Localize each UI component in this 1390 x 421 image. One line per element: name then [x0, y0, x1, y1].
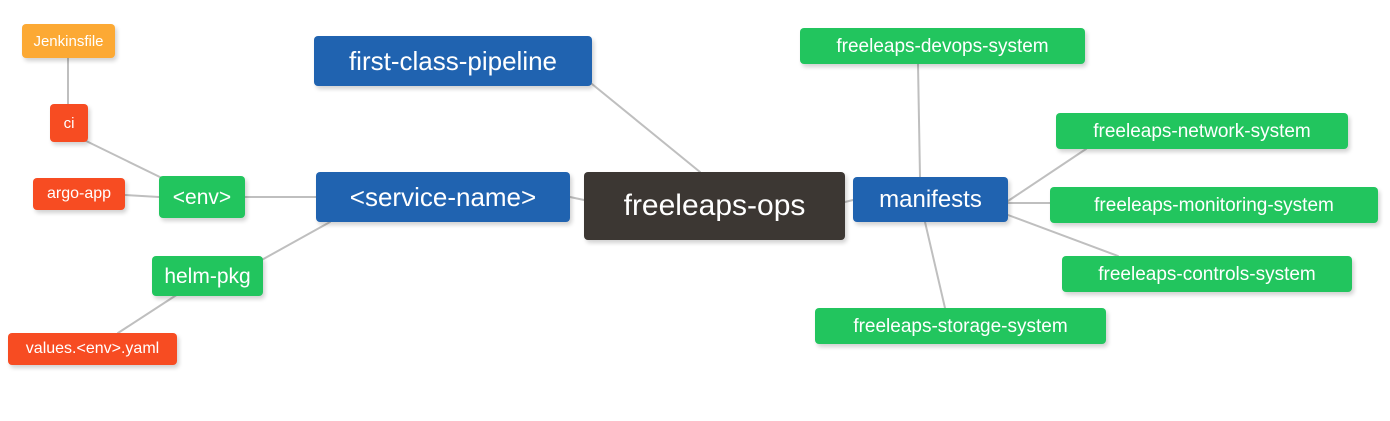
node-env[interactable]: <env> — [159, 176, 245, 218]
node-service-name[interactable]: <service-name> — [316, 172, 570, 222]
node-freeleaps-monitoring-system[interactable]: freeleaps-monitoring-system — [1050, 187, 1378, 223]
node-values-env-yaml[interactable]: values.<env>.yaml — [8, 333, 177, 365]
edge-ci-to-env — [79, 137, 167, 181]
node-helm-pkg[interactable]: helm-pkg — [152, 256, 263, 296]
edge-helm-pkg-to-service-name — [257, 221, 331, 263]
node-freeleaps-controls-system[interactable]: freeleaps-controls-system — [1062, 256, 1352, 292]
node-freeleaps-storage-system[interactable]: freeleaps-storage-system — [815, 308, 1106, 344]
node-jenkinsfile[interactable]: Jenkinsfile — [22, 24, 115, 58]
edge-first-class-pipeline-to-freeleaps-ops — [591, 83, 701, 173]
node-freeleaps-devops-system[interactable]: freeleaps-devops-system — [800, 28, 1085, 64]
node-manifests[interactable]: manifests — [853, 177, 1008, 222]
node-argo-app[interactable]: argo-app — [33, 178, 125, 210]
node-freeleaps-ops[interactable]: freeleaps-ops — [584, 172, 845, 240]
edge-manifests-to-freeleaps-devops-system — [917, 63, 921, 178]
edge-values-env-yaml-to-helm-pkg — [117, 293, 179, 334]
node-first-class-pipeline[interactable]: first-class-pipeline — [314, 36, 592, 86]
edge-service-name-to-freeleaps-ops — [569, 196, 585, 201]
node-ci[interactable]: ci — [50, 104, 88, 142]
edge-freeleaps-ops-to-manifests — [844, 199, 854, 203]
node-freeleaps-network-system[interactable]: freeleaps-network-system — [1056, 113, 1348, 149]
edge-manifests-to-freeleaps-storage-system — [924, 221, 946, 309]
edge-argo-app-to-env — [124, 194, 160, 198]
